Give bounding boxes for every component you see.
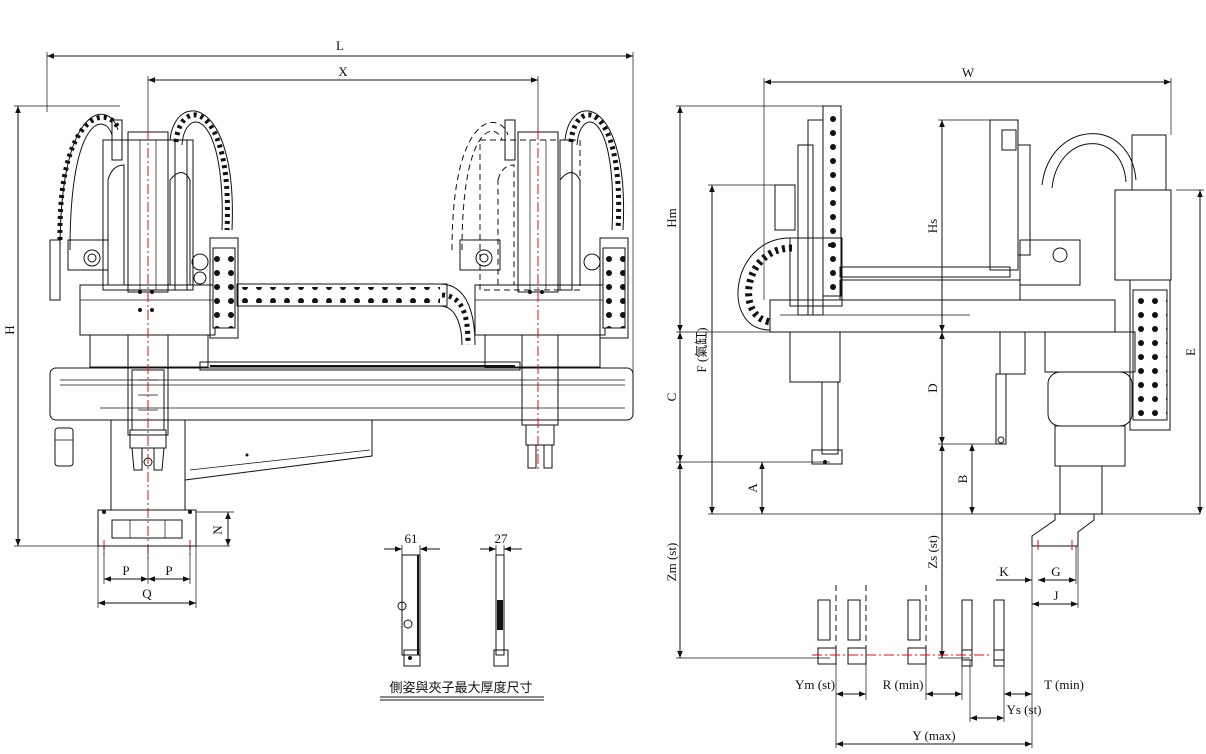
dim-label-R: R (min): [883, 677, 924, 692]
dim-label-T: T (min): [1044, 677, 1084, 692]
inset-caption: 側姿與夾子最大厚度尺寸: [389, 680, 532, 696]
dimension-Ym: Ym (st): [795, 660, 867, 748]
dim-label-E: E: [1183, 348, 1198, 356]
dim-label-Hm: Hm: [664, 208, 679, 228]
horizontal-cable-chain: [236, 283, 476, 346]
dim-label-Zs: Zs (st): [925, 535, 940, 569]
dim-label-A: A: [745, 483, 760, 493]
dim-label-Ym: Ym (st): [795, 677, 835, 692]
dim-label-K: K: [999, 564, 1009, 579]
dimension-Ys: Ys (st): [969, 660, 1042, 722]
dim-label-Q: Q: [142, 586, 152, 601]
dimension-P: P P: [103, 546, 191, 584]
dim-label-61: 61: [405, 531, 418, 546]
dimension-K: K: [996, 546, 1033, 610]
thickness-inset: 61 27 側姿與夾子最大厚度尺寸: [380, 531, 544, 701]
dim-label-B: B: [955, 474, 970, 483]
dimension-Zm: Zm (st): [664, 461, 830, 659]
gripper-main-pos-3: [907, 585, 927, 665]
dimension-Y: Y (max): [836, 728, 1032, 747]
dim-label-P-left: P: [122, 563, 129, 578]
dimension-R: R (min): [883, 660, 963, 700]
dim-label-Hs: Hs: [925, 219, 940, 233]
side-column: [1031, 133, 1172, 552]
dimension-Zs: Zs (st): [925, 444, 970, 659]
side-main-arm: [737, 105, 1116, 465]
dimension-B: B: [955, 444, 975, 514]
dim-label-N: N: [210, 525, 225, 535]
dimension-Hm: Hm: [664, 105, 830, 333]
dimension-X: X: [147, 64, 539, 140]
dimension-H: H: [2, 105, 230, 547]
traverse-beam: [49, 361, 634, 481]
dimension-Hs: Hs: [925, 119, 990, 332]
main-arm-carriage: [49, 110, 239, 560]
dim-label-L: L: [336, 38, 344, 53]
dimension-27: 27: [480, 531, 522, 555]
dim-label-F: F (氣缸): [694, 327, 709, 372]
gripper-main-pos-1: [817, 585, 837, 665]
dimension-T: T (min): [1003, 610, 1084, 748]
dim-label-Ys: Ys (st): [1006, 702, 1041, 717]
gripper-positions: [812, 585, 1005, 667]
dim-label-27: 27: [495, 531, 509, 546]
dimension-J: J: [1032, 546, 1079, 608]
dim-label-X: X: [338, 64, 348, 79]
side-sub-arm: [989, 119, 1081, 445]
dimension-Q: Q: [97, 546, 197, 608]
dim-label-H: H: [2, 325, 17, 334]
side-view: W Hm F (氣缸) C Zm (st): [664, 65, 1204, 748]
dimension-E: E: [1176, 189, 1204, 514]
gripper-sub-pos-2: [993, 599, 1005, 667]
dimension-G: G: [1038, 546, 1077, 584]
dim-label-W: W: [962, 65, 975, 80]
dim-label-J: J: [1053, 588, 1058, 603]
dim-label-G: G: [1051, 564, 1060, 579]
gripper-sub-pos-1: [961, 599, 973, 667]
dim-label-Zm: Zm (st): [664, 543, 679, 582]
dimension-N: N: [196, 511, 234, 546]
dim-label-C: C: [664, 393, 679, 402]
gripper-main-pos-2: [847, 585, 867, 665]
dimension-D: D: [925, 332, 1000, 445]
dimension-61: 61: [384, 531, 440, 555]
dimension-L: L: [46, 38, 634, 375]
dim-label-Y: Y (max): [912, 728, 955, 743]
sub-arm-carriage: [451, 110, 629, 470]
front-view: L X H: [2, 38, 634, 608]
dim-label-D: D: [925, 383, 940, 392]
dimension-F: F (氣缸): [694, 184, 790, 514]
dimension-C: C: [664, 332, 683, 462]
dimension-W: W: [763, 65, 1172, 300]
dimension-A: A: [708, 462, 1200, 515]
dim-label-P-right: P: [165, 563, 172, 578]
